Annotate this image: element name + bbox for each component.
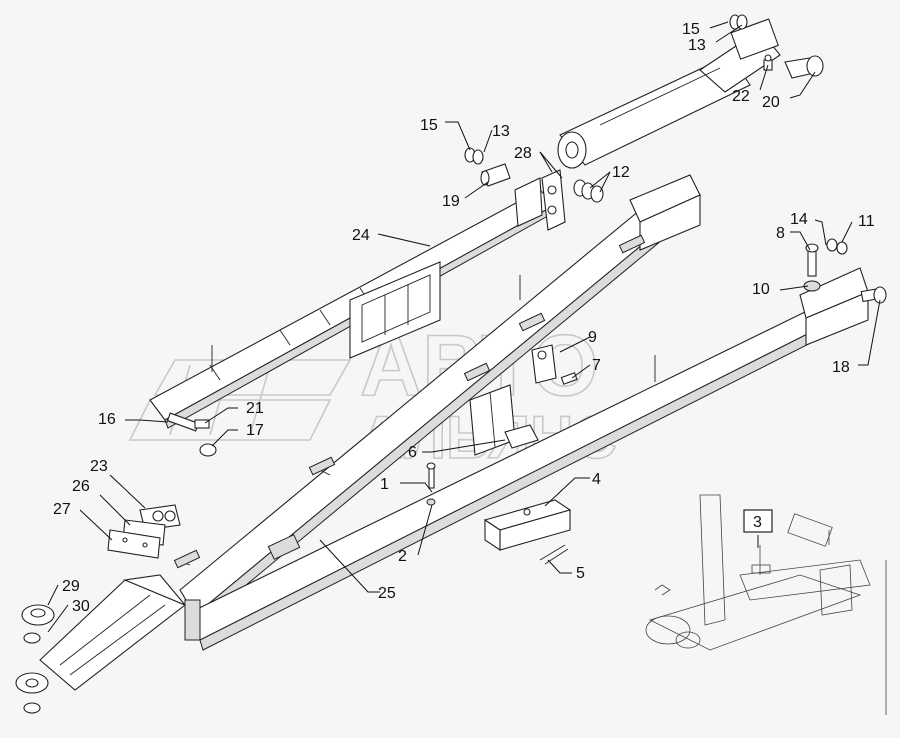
callout-29: 29 — [62, 578, 80, 595]
plate-27 — [107, 529, 161, 559]
callout-7: 7 — [592, 357, 601, 374]
callout-5: 5 — [576, 565, 585, 582]
washer-29 — [21, 604, 55, 626]
callout-22: 22 — [732, 88, 750, 105]
callout-14: 14 — [790, 211, 808, 228]
callout-25: 25 — [378, 585, 396, 602]
nut-10 — [803, 280, 821, 292]
callout-16: 16 — [98, 411, 116, 428]
washers-13-15-top — [729, 14, 748, 30]
callout-11: 11 — [858, 213, 875, 230]
callout-6: 6 — [408, 444, 417, 461]
callout-23: 23 — [90, 458, 108, 475]
bracket-9 — [531, 344, 557, 384]
inset-callout-box — [743, 509, 773, 533]
pin-18 — [860, 286, 887, 304]
frame-plate — [349, 261, 441, 359]
bolt-7 — [560, 372, 578, 385]
washers-12 — [573, 179, 604, 203]
ring-17 — [199, 443, 217, 457]
pin-19 — [480, 163, 511, 187]
bolt-8 — [805, 243, 819, 277]
washers-13-15-mid — [464, 147, 484, 165]
callout-13-mid: 13 — [492, 123, 510, 140]
inset-detail-3 — [645, 494, 887, 715]
clip-6b — [504, 424, 539, 449]
callout-19: 19 — [442, 193, 460, 210]
split-pin-5 — [539, 544, 569, 565]
pin-21 — [194, 419, 210, 429]
hydraulic-cylinder — [557, 18, 781, 169]
bracket-28 — [514, 169, 566, 231]
callout-24: 24 — [352, 227, 370, 244]
callout-20: 20 — [762, 94, 780, 111]
callout-4: 4 — [592, 471, 601, 488]
callout-2: 2 — [398, 548, 407, 565]
callout-labels: 15 13 22 20 15 13 28 12 19 24 14 11 8 10… — [53, 21, 875, 615]
callout-30: 30 — [72, 598, 90, 615]
callout-18: 18 — [832, 359, 850, 376]
callout-9: 9 — [588, 329, 597, 346]
main-frame-25 — [173, 174, 869, 651]
callout-15-mid: 15 — [420, 117, 438, 134]
grease-nipple-22 — [763, 54, 773, 71]
bolt-1 — [426, 462, 436, 489]
callout-15-top: 15 — [682, 21, 700, 38]
callout-28: 28 — [514, 145, 532, 162]
callout-21: 21 — [246, 400, 264, 417]
pin-20 — [784, 55, 824, 79]
callout-3: 3 — [753, 514, 762, 531]
callout-1: 1 — [380, 476, 389, 493]
washers-11-14 — [826, 238, 848, 255]
nut-2 — [426, 498, 436, 506]
tow-hitch — [15, 574, 201, 694]
callout-13-top: 13 — [688, 37, 706, 54]
callout-17: 17 — [246, 422, 264, 439]
callout-10: 10 — [752, 281, 770, 298]
washer-30-bottom — [23, 702, 41, 714]
callout-27: 27 — [53, 501, 71, 518]
callout-12: 12 — [612, 164, 630, 181]
callout-8: 8 — [776, 225, 785, 242]
callout-26: 26 — [72, 478, 90, 495]
cover-4 — [483, 499, 572, 552]
washer-30-top — [23, 632, 41, 644]
leader-lines — [47, 21, 881, 633]
